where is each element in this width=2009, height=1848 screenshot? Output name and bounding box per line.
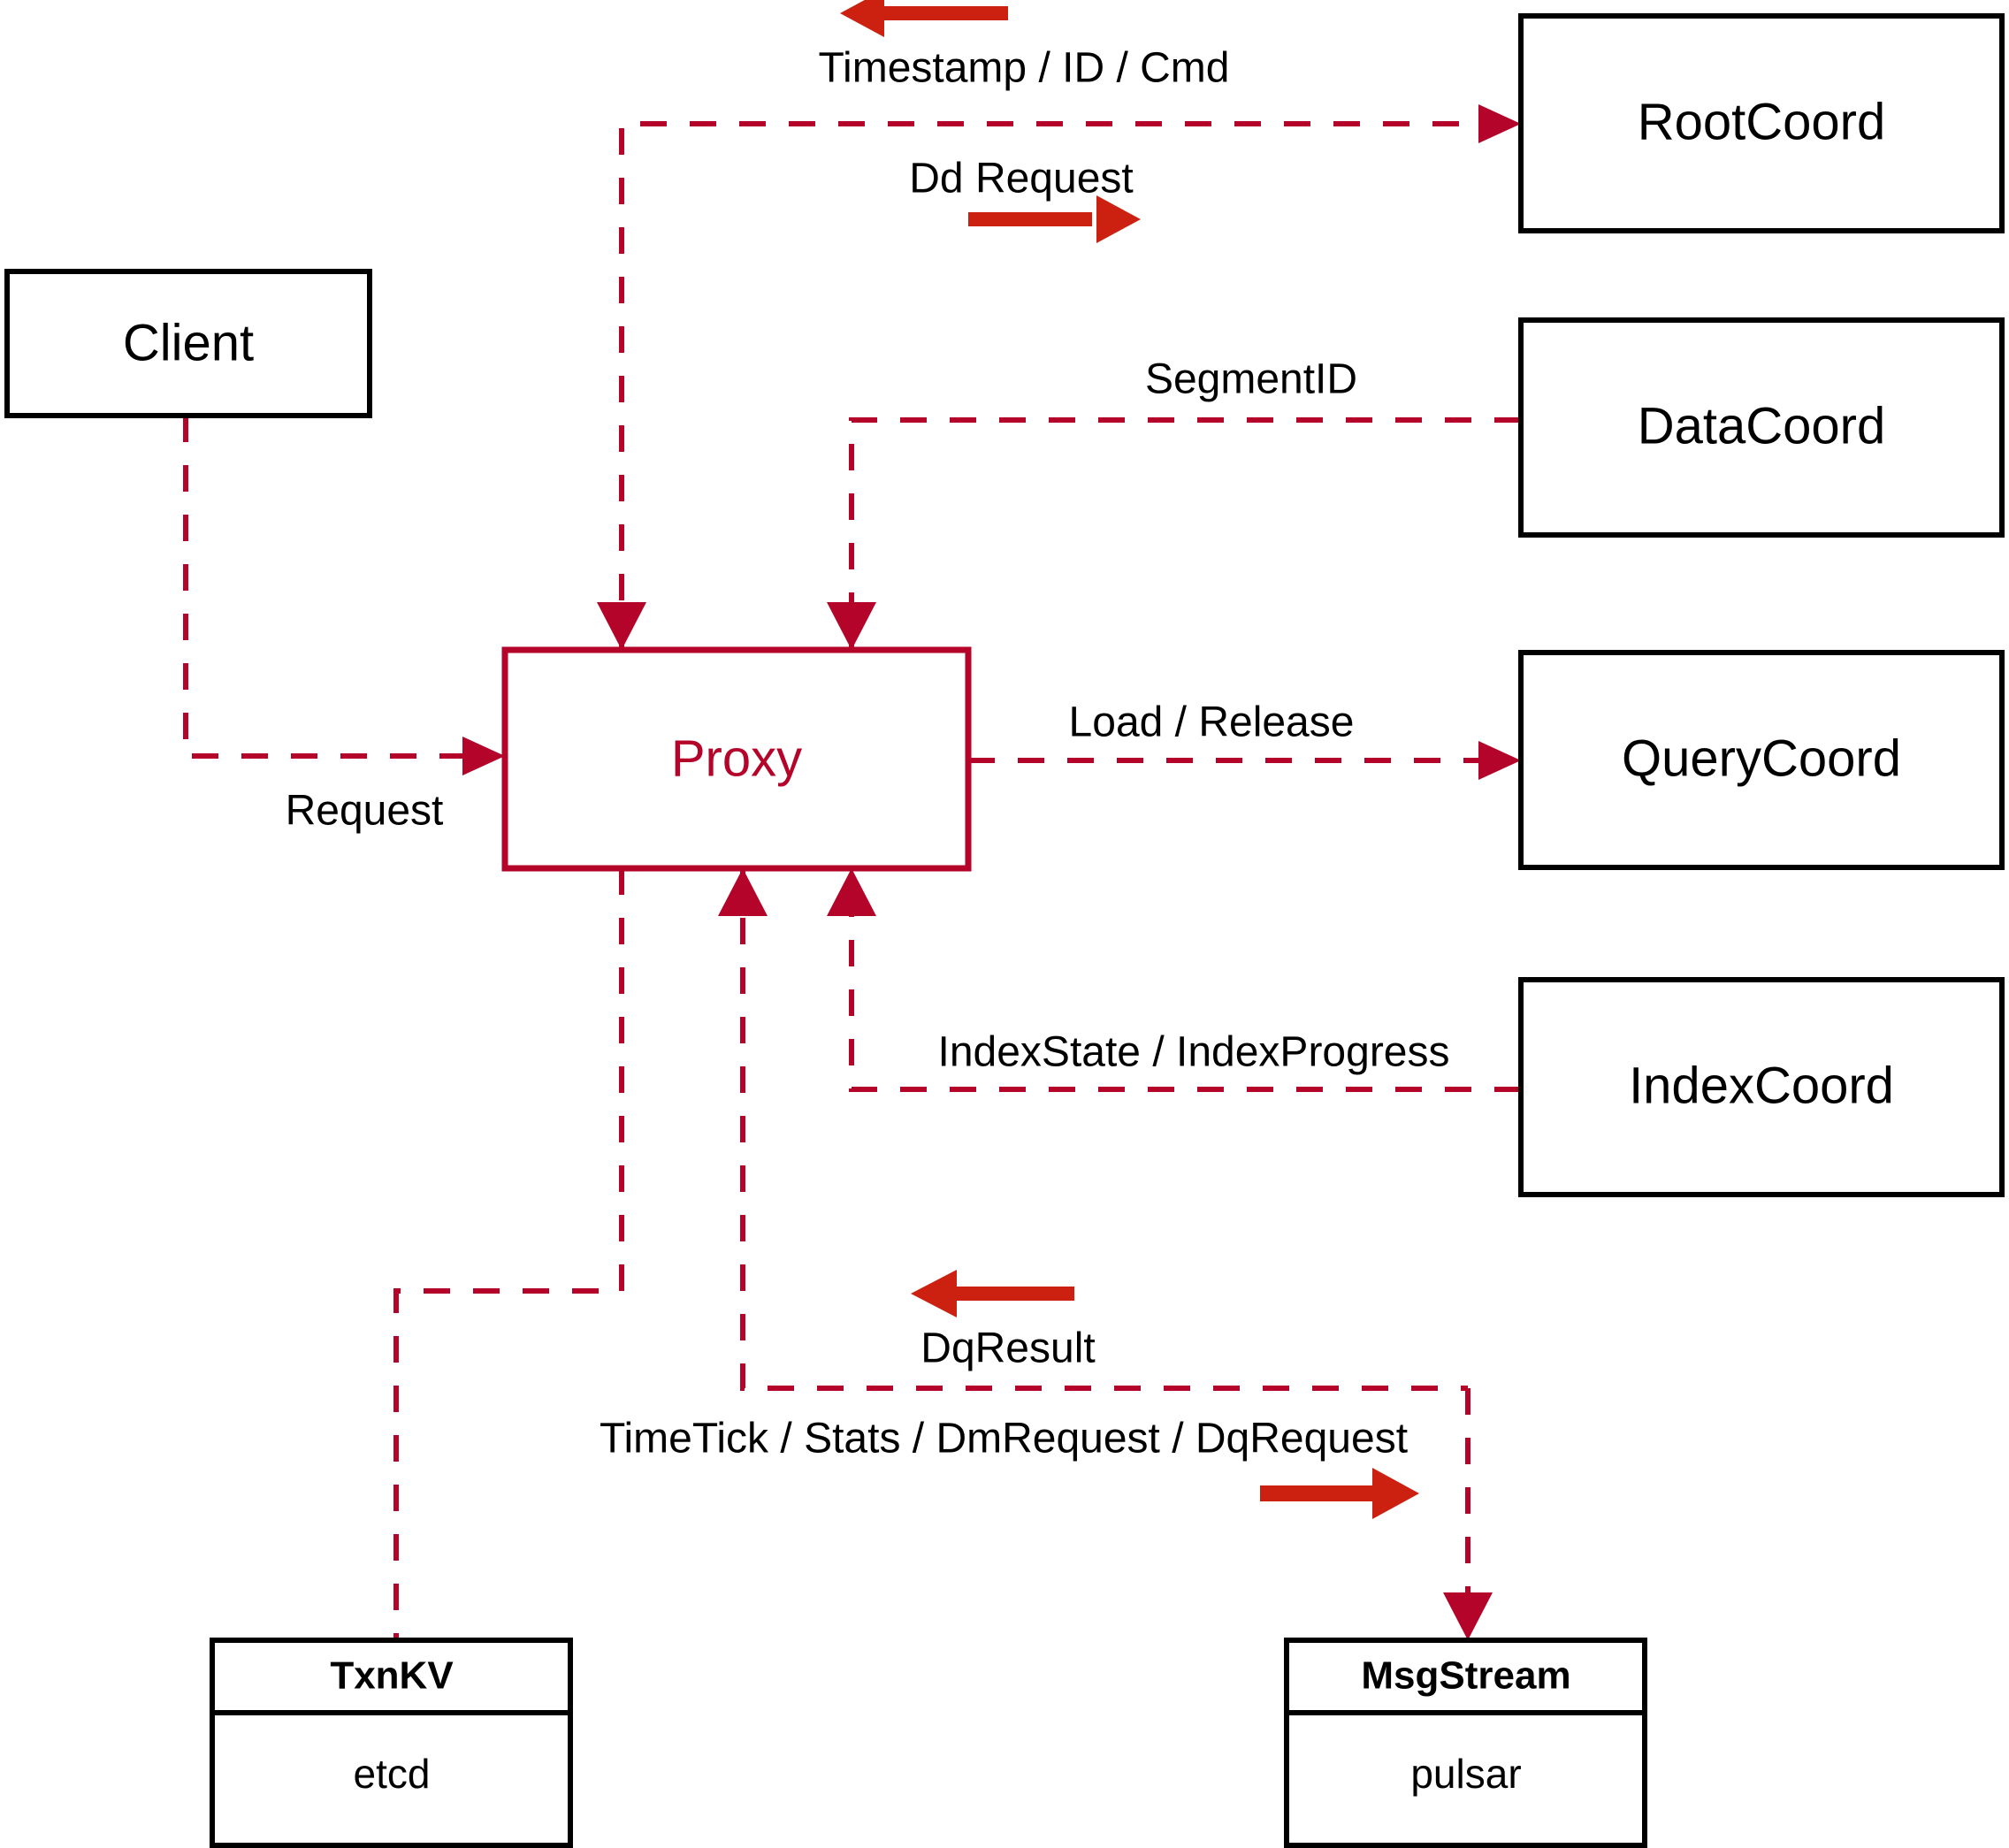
node-client-label: Client xyxy=(123,314,254,371)
edge-txnkv-link xyxy=(393,868,624,1640)
edge-label-dd-request: Dd Request xyxy=(909,156,1133,202)
edge-segment-id-path xyxy=(849,417,1521,650)
node-index-coord-box[interactable] xyxy=(1518,977,2005,1197)
node-root-coord-box[interactable] xyxy=(1518,13,2005,233)
node-txnkv-box[interactable] xyxy=(210,1638,573,1848)
edge-label-index-state: IndexState / IndexProgress xyxy=(938,1029,1450,1076)
node-index-coord-label: IndexCoord xyxy=(1629,1057,1894,1114)
node-proxy-label: Proxy xyxy=(671,729,802,787)
node-data-coord-box[interactable] xyxy=(1518,317,2005,538)
direction-arrow-dd-request-right xyxy=(968,195,1141,243)
edge-label-segment-id: SegmentID xyxy=(1145,356,1357,403)
edge-request xyxy=(183,416,505,775)
node-msgstream[interactable]: MsgStream pulsar xyxy=(1284,1638,1647,1848)
edge-dq-result xyxy=(718,868,1468,1391)
edge-timestamp-arrowhead xyxy=(597,602,646,650)
edge-dd-request xyxy=(619,104,1521,650)
edge-label-timetick-stats: TimeTick / Stats / DmRequest / DqRequest xyxy=(600,1416,1408,1462)
node-data-coord[interactable]: DataCoord xyxy=(1518,317,2005,538)
edge-request-arrowhead xyxy=(462,737,505,775)
node-query-coord[interactable]: QueryCoord xyxy=(1518,650,2005,870)
direction-arrow-dqresult-left xyxy=(911,1270,1074,1317)
edge-timetick-arrowhead xyxy=(1443,1592,1493,1640)
edge-index-state xyxy=(827,868,1521,1092)
edge-load-release-arrowhead xyxy=(1478,741,1521,780)
node-proxy[interactable]: Proxy xyxy=(501,646,972,872)
edge-dq-result-path xyxy=(740,868,1468,1391)
node-query-coord-label: QueryCoord xyxy=(1622,729,1901,787)
edge-label-dq-result: DqResult xyxy=(920,1325,1095,1372)
node-index-coord[interactable]: IndexCoord xyxy=(1518,977,2005,1197)
edge-txnkv-path xyxy=(393,868,624,1640)
edge-dd-request-arrowhead xyxy=(1478,104,1521,143)
node-txnkv-impl: etcd xyxy=(354,1751,431,1797)
node-client-box[interactable] xyxy=(4,269,372,418)
direction-arrow-timestamp-left xyxy=(840,0,1008,37)
edge-label-request: Request xyxy=(286,788,444,835)
node-msgstream-title: MsgStream xyxy=(1361,1654,1570,1698)
node-txnkv-title: TxnKV xyxy=(330,1654,454,1698)
edge-segment-id-arrowhead xyxy=(827,602,876,650)
edge-label-timestamp-id-cmd: Timestamp / ID / Cmd xyxy=(819,45,1230,92)
edge-request-path xyxy=(183,416,487,759)
node-query-coord-box[interactable] xyxy=(1518,650,2005,870)
edge-index-state-path xyxy=(849,868,1521,1092)
node-client[interactable]: Client xyxy=(4,269,372,418)
node-proxy-box[interactable] xyxy=(501,646,972,872)
edge-label-load-release: Load / Release xyxy=(1069,699,1355,746)
direction-arrow-timetick-right xyxy=(1260,1468,1419,1519)
node-msgstream-box[interactable] xyxy=(1284,1638,1647,1848)
node-txnkv[interactable]: TxnKV etcd xyxy=(210,1638,573,1848)
node-msgstream-impl: pulsar xyxy=(1410,1751,1521,1797)
edge-segment-id xyxy=(827,417,1521,650)
edge-dd-request-path xyxy=(619,121,1503,650)
edge-timestamp-id-cmd xyxy=(597,602,646,650)
node-root-coord[interactable]: RootCoord xyxy=(1518,13,2005,233)
node-data-coord-label: DataCoord xyxy=(1638,397,1885,454)
node-root-coord-label: RootCoord xyxy=(1638,93,1885,150)
edge-index-state-arrowhead xyxy=(827,868,876,916)
edge-timetick-stats xyxy=(1443,1388,1493,1640)
edge-dq-result-arrowhead xyxy=(718,868,768,916)
edge-load-release xyxy=(968,741,1521,780)
